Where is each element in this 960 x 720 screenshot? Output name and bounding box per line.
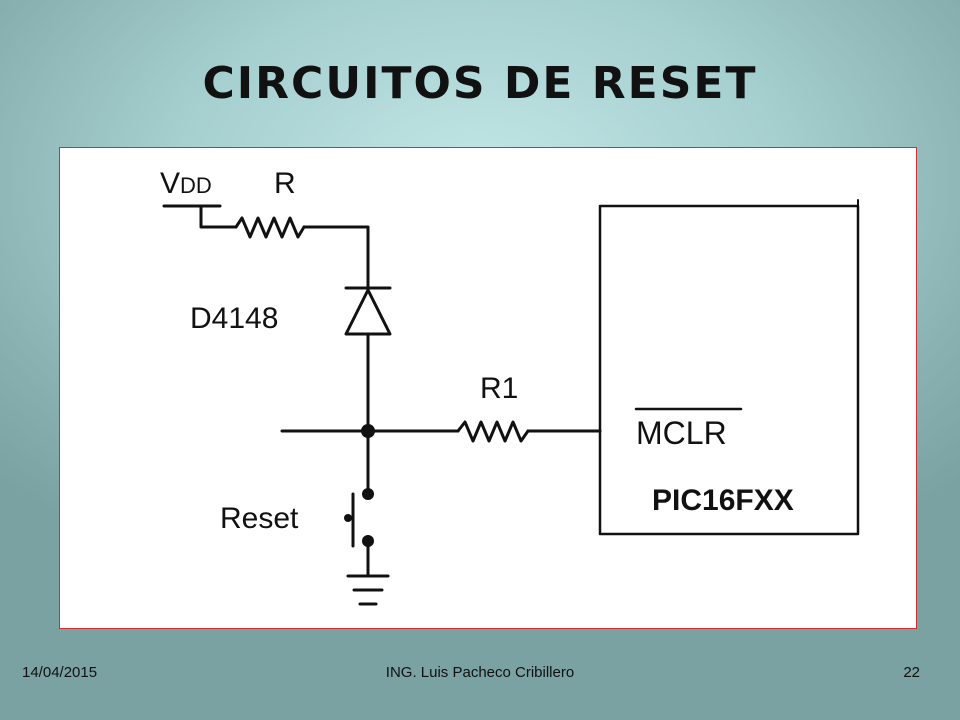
pic-chip-box	[598, 204, 860, 536]
switch-contact-top	[362, 488, 374, 500]
diode-label: D4148	[190, 302, 278, 335]
footer-author: ING. Luis Pacheco Cribillero	[385, 664, 575, 681]
footer-date: 14/04/2015	[22, 664, 98, 681]
vdd-label: VDD	[160, 167, 212, 200]
resistor-r-label: R	[274, 167, 296, 200]
reset-circuit-diagram: VDD R D4148 R1 MCLR PIC16FXX Reset	[160, 167, 860, 606]
mclr-label: MCLR	[636, 415, 727, 451]
junction-dot	[361, 424, 375, 438]
circuit-figure: VDD R D4148 R1 MCLR PIC16FXX Reset	[59, 147, 917, 629]
switch-button-dot	[344, 514, 352, 522]
resistor-r1-label: R1	[480, 372, 518, 405]
resistor-r	[234, 216, 306, 239]
switch-contact-bottom	[362, 535, 374, 547]
footer-page-number: 22	[903, 664, 920, 681]
diode-triangle	[344, 288, 392, 336]
wire-r-to-diode	[302, 225, 370, 290]
resistor-r1	[456, 420, 530, 443]
chip-label: PIC16FXX	[652, 484, 794, 517]
wire-vdd-to-r	[199, 204, 238, 229]
reset-label: Reset	[220, 502, 299, 535]
slide-title: CIRCUITOS DE RESET	[202, 58, 758, 109]
